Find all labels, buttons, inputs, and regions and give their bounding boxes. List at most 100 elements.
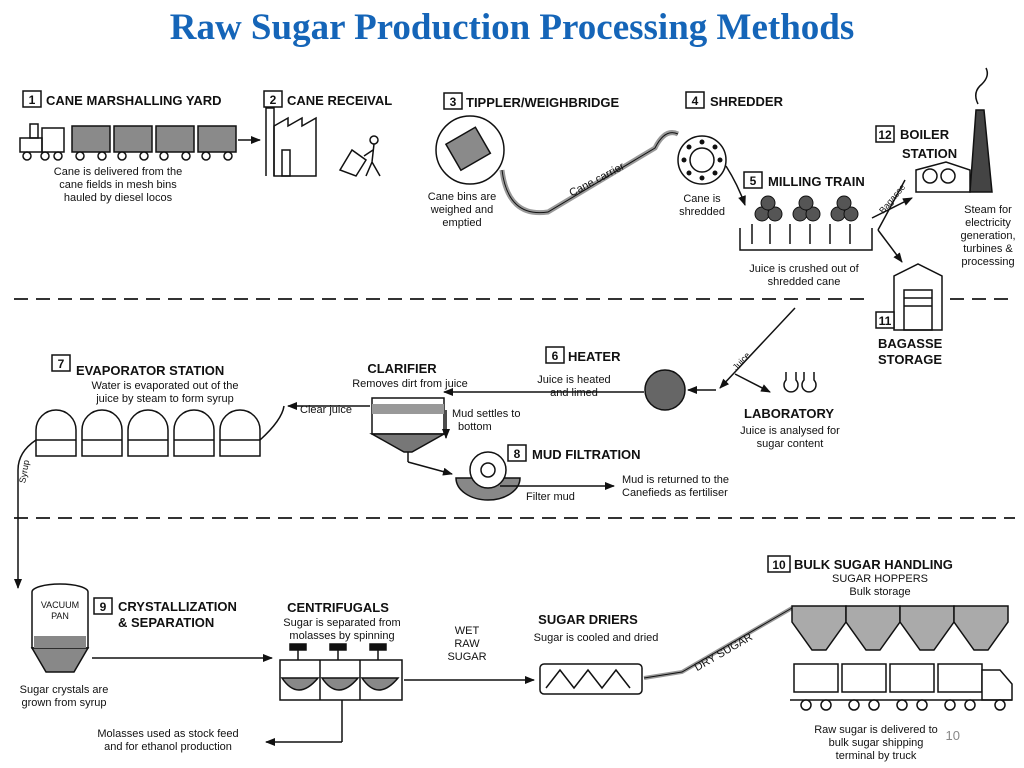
- svg-text:MILLING TRAIN: MILLING TRAIN: [768, 174, 865, 189]
- juice-flow: Juice: [719, 307, 796, 389]
- svg-text:Canefieds as fertiliser: Canefieds as fertiliser: [622, 487, 728, 499]
- stage-bagasse-storage: 11 BAGASSE STORAGE: [875, 263, 943, 367]
- svg-text:electricity: electricity: [965, 217, 1011, 229]
- svg-text:VACUUM: VACUUM: [41, 600, 79, 610]
- factory-icon: [265, 107, 317, 177]
- arrow-to-mill: [725, 165, 746, 206]
- svg-text:bulk sugar shipping: bulk sugar shipping: [829, 737, 924, 749]
- sugar-hoppers-icon: [791, 605, 1009, 651]
- page-title: Raw Sugar Production Processing Methods: [169, 7, 855, 48]
- sugar-driers: SUGAR DRIERS Sugar is cooled and dried: [534, 612, 659, 695]
- svg-text:and for ethanol production: and for ethanol production: [104, 741, 232, 753]
- svg-text:Raw sugar is delivered to: Raw sugar is delivered to: [814, 724, 938, 736]
- worker-icon: [338, 135, 381, 177]
- svg-text:STORAGE: STORAGE: [878, 352, 942, 367]
- svg-text:STATION: STATION: [902, 146, 957, 161]
- centrifugals: CENTRIFUGALS Sugar is separated from mol…: [279, 600, 403, 701]
- stage-heater: 6 HEATER Juice is heated and limed: [537, 346, 686, 411]
- svg-text:8: 8: [514, 447, 521, 461]
- svg-text:7: 7: [58, 357, 65, 371]
- stage-milling-train: 5 MILLING TRAIN Juice is crushed out of …: [739, 171, 873, 288]
- svg-text:EVAPORATOR STATION: EVAPORATOR STATION: [76, 363, 224, 378]
- svg-text:12: 12: [878, 128, 892, 142]
- tippler-icon: [435, 115, 505, 185]
- svg-text:6: 6: [552, 349, 559, 363]
- svg-text:4: 4: [692, 94, 699, 108]
- svg-text:molasses by spinning: molasses by spinning: [289, 630, 394, 642]
- shredder-icon: [677, 135, 727, 185]
- svg-text:Juice is crushed out of: Juice is crushed out of: [749, 263, 859, 275]
- svg-text:Sugar crystals are: Sugar crystals are: [20, 684, 109, 696]
- svg-text:SUGAR: SUGAR: [447, 651, 486, 663]
- svg-text:Sugar is separated from: Sugar is separated from: [283, 617, 400, 629]
- svg-text:bottom: bottom: [458, 421, 492, 433]
- svg-text:MUD FILTRATION: MUD FILTRATION: [532, 447, 641, 462]
- svg-text:Filter mud: Filter mud: [526, 491, 575, 503]
- svg-text:BULK SUGAR HANDLING: BULK SUGAR HANDLING: [794, 557, 953, 572]
- centrifugal-baskets-icon: [279, 643, 403, 701]
- svg-text:TIPPLER/WEIGHBRIDGE: TIPPLER/WEIGHBRIDGE: [466, 95, 619, 110]
- svg-text:juice by steam to form syrup: juice by steam to form syrup: [95, 393, 234, 405]
- molasses-flow: Molasses used as stock feed and for etha…: [97, 700, 343, 753]
- boiler-icon: [915, 67, 993, 193]
- svg-text:Bagasse: Bagasse: [877, 182, 907, 215]
- stage-tippler-weighbridge: 3 TIPPLER/WEIGHBRIDGE Cane bins are weig…: [428, 92, 619, 229]
- flask-icon: [783, 372, 817, 393]
- stage-evaporator-station: 7 EVAPORATOR STATION Water is evaporated…: [17, 354, 285, 471]
- cane-bin-wagons-icon: [71, 125, 237, 161]
- svg-text:sugar content: sugar content: [757, 438, 824, 450]
- svg-text:generation,: generation,: [960, 230, 1015, 242]
- svg-text:DRY SUGAR: DRY SUGAR: [692, 631, 754, 674]
- svg-text:weighed and: weighed and: [430, 204, 493, 216]
- drier-drum-icon: [539, 663, 643, 695]
- stage-shredder: 4 SHREDDER Cane is shredded: [677, 91, 784, 218]
- svg-text:9: 9: [100, 600, 107, 614]
- svg-text:Steam for: Steam for: [964, 204, 1012, 216]
- svg-text:SUGAR HOPPERS: SUGAR HOPPERS: [832, 573, 928, 585]
- svg-text:5: 5: [750, 174, 757, 188]
- svg-text:Sugar is cooled and dried: Sugar is cooled and dried: [534, 632, 659, 644]
- svg-text:Cane bins are: Cane bins are: [428, 191, 497, 203]
- stage-cane-marshalling-yard: 1 CANE MARSHALLING YARD Cane is delivere…: [19, 90, 237, 204]
- clarifier: CLARIFIER Removes dirt from juice Clear …: [287, 361, 520, 462]
- trucks-icon: [790, 663, 1013, 711]
- svg-text:Bulk storage: Bulk storage: [849, 586, 910, 598]
- svg-text:RAW: RAW: [454, 638, 480, 650]
- juice-tray: [739, 224, 873, 251]
- svg-text:Juice is analysed for: Juice is analysed for: [740, 425, 840, 437]
- svg-text:Cane is: Cane is: [683, 193, 721, 205]
- section-dividers: [14, 298, 1015, 519]
- svg-text:Juice is heated: Juice is heated: [537, 374, 610, 386]
- stage-bulk-sugar-handling: 10 BULK SUGAR HANDLING SUGAR HOPPERS Bul…: [767, 555, 1013, 762]
- laboratory: LABORATORY Juice is analysed for sugar c…: [734, 372, 840, 450]
- bagasse-shed-icon: [893, 263, 943, 331]
- svg-text:Molasses used as stock feed: Molasses used as stock feed: [97, 728, 238, 740]
- svg-text:HEATER: HEATER: [568, 349, 621, 364]
- svg-text:processing: processing: [961, 256, 1014, 268]
- vacuum-pan-icon: [30, 583, 90, 673]
- svg-text:PAN: PAN: [51, 611, 69, 621]
- svg-text:& SEPARATION: & SEPARATION: [118, 615, 214, 630]
- svg-text:BAGASSE: BAGASSE: [878, 336, 943, 351]
- mill-rollers-icon: [754, 195, 859, 222]
- stage-mud-filtration: 8 MUD FILTRATION Filter mud Mud is retur…: [455, 444, 729, 503]
- svg-text:Water is evaporated out of the: Water is evaporated out of the: [92, 380, 239, 392]
- svg-text:shredded: shredded: [679, 206, 725, 218]
- cane-carrier: Cane carrier: [499, 130, 680, 216]
- rotary-filter-icon: [455, 451, 521, 501]
- svg-text:Cane is delivered from the: Cane is delivered from the: [54, 166, 182, 178]
- clarifier-tank-icon: [369, 397, 447, 462]
- syrup-flow: Syrup: [14, 459, 31, 589]
- svg-text:2: 2: [270, 93, 277, 107]
- svg-text:emptied: emptied: [442, 217, 481, 229]
- page-number: 10: [946, 728, 960, 743]
- svg-text:terminal by truck: terminal by truck: [836, 750, 917, 762]
- svg-text:Mud settles to: Mud settles to: [452, 408, 520, 420]
- svg-text:Clear juice: Clear juice: [300, 404, 352, 416]
- svg-text:shredded cane: shredded cane: [768, 276, 841, 288]
- wet-raw-sugar-label: WET RAW SUGAR: [447, 625, 486, 663]
- svg-text:CANE MARSHALLING YARD: CANE MARSHALLING YARD: [46, 93, 222, 108]
- svg-text:CANE RECEIVAL: CANE RECEIVAL: [287, 93, 392, 108]
- svg-text:and limed: and limed: [550, 387, 598, 399]
